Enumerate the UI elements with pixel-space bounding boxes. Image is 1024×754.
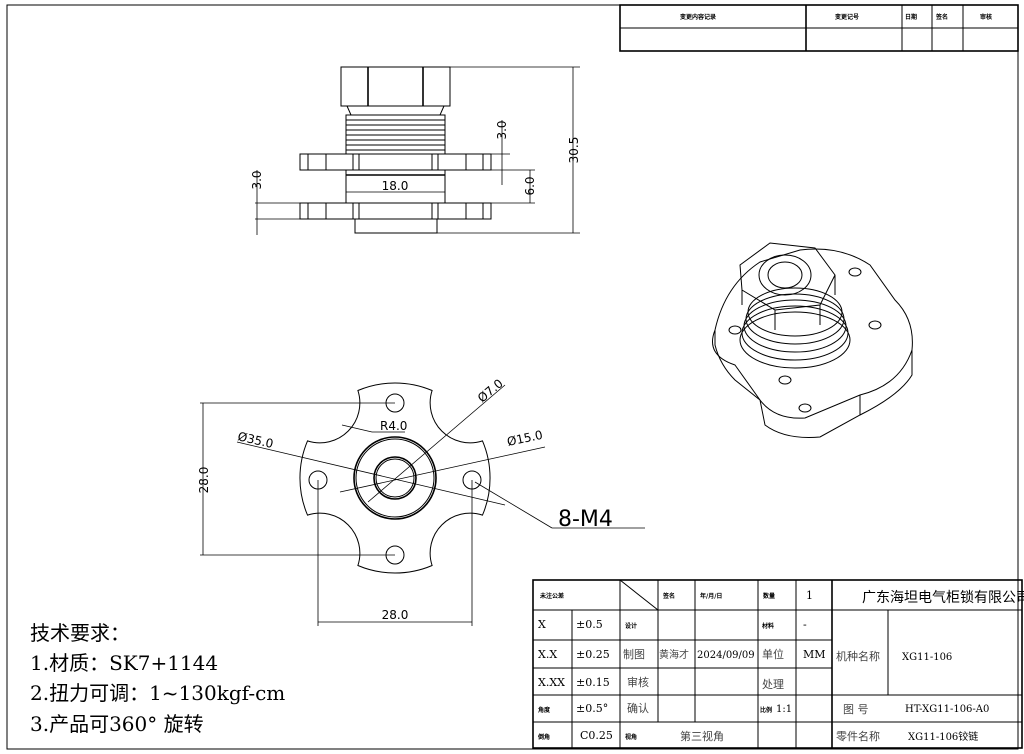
tol-key: 倒角	[537, 733, 550, 741]
title-block: 未注公差 签名 年/月/日 数量 1 广东海坦电气柜锁有限公司 X ±0.5 设…	[532, 579, 1024, 749]
requirement-item: 3.产品可360° 旋转	[30, 712, 204, 736]
thread-callout: 8-M4	[558, 507, 613, 532]
dim-height-30-5: 30.5	[567, 137, 581, 164]
revision-table: 变更内容记录 变更记号 日期 签名 审核	[619, 4, 1019, 52]
top-view: 28.0 28.0 Ø35.0 R4.0 Ø7.0 Ø15.0 8-M4	[197, 376, 645, 626]
role-label: 制图	[623, 648, 645, 661]
date-header: 年/月/日	[700, 592, 722, 600]
company-name: 广东海坦电气柜锁有限公司	[862, 590, 1024, 606]
requirements-title: 技术要求：	[30, 621, 130, 645]
rev-header-content: 变更内容记录	[680, 13, 716, 21]
unit-value: MM	[803, 648, 826, 661]
dim-flange-3-0: 3.0	[495, 120, 509, 139]
unit-label: 单位	[762, 647, 784, 661]
requirement-item: 1.材质：SK7+1144	[30, 651, 218, 675]
material-label: 材料	[761, 622, 774, 630]
role-label: 视角	[625, 733, 637, 741]
rev-header-date: 日期	[905, 13, 917, 21]
model-label: 机种名称	[836, 649, 880, 663]
rev-header-sign: 签名	[935, 13, 948, 21]
tol-value: C0.25	[580, 729, 613, 742]
qty-value: 1	[806, 589, 813, 602]
tol-value: ±0.5°	[576, 702, 608, 715]
title-row: 角度 ±0.5° 确认 比例 1:1	[538, 702, 792, 715]
dim-gap-6-0: 6.0	[523, 176, 537, 195]
sign-header: 签名	[662, 592, 675, 600]
tol-key: X	[538, 618, 546, 631]
title-row: X.XX ±0.15 审核 处理	[538, 675, 784, 691]
scale-value: 1:1	[776, 704, 792, 715]
dim-ring-diameter: Ø15.0	[506, 428, 544, 449]
front-view: 30.5 3.0 6.0 18.0 3.0	[250, 66, 581, 235]
title-row: X.X ±0.25 制图 黄海才 2024/09/09 单位 MM	[538, 647, 826, 661]
treatment-label: 处理	[762, 678, 784, 691]
rev-header-review: 审核	[980, 13, 992, 21]
draft-date: 2024/09/09	[697, 650, 755, 661]
requirement-item: 2.扭力可调：1~130kgf-cm	[30, 681, 285, 705]
material-value: -	[803, 618, 807, 631]
isometric-view	[712, 242, 913, 438]
tol-value: ±0.25	[576, 648, 610, 661]
drawing-no-value: HT-XG11-106-A0	[905, 704, 989, 715]
dim-width-18-0: 18.0	[382, 179, 409, 193]
role-label: 审核	[627, 675, 649, 689]
rev-header-mark: 变更记号	[835, 13, 859, 21]
part-name-value: XG11-106铰链	[908, 730, 978, 743]
model-value: XG11-106	[902, 652, 952, 663]
dim-outer-diameter: Ø35.0	[236, 429, 274, 451]
tol-value: ±0.5	[576, 618, 603, 631]
tol-key: X.XX	[538, 676, 565, 689]
title-row: X ±0.5 设计 材料 -	[538, 618, 807, 631]
scale-label: 比例	[760, 706, 772, 714]
dim-notch-radius: R4.0	[380, 419, 407, 433]
tol-key: X.X	[538, 648, 557, 661]
dim-inner-diameter: Ø7.0	[475, 376, 506, 405]
drafter-name: 黄海才	[659, 648, 689, 661]
title-row: 倒角 C0.25 视角 第三视角	[537, 729, 724, 743]
tol-value: ±0.15	[576, 676, 610, 689]
role-label: 设计	[625, 622, 637, 630]
dim-hole-spacing-horizontal: 28.0	[382, 608, 409, 622]
role-label: 确认	[627, 702, 649, 715]
dim-hole-spacing-vertical: 28.0	[197, 467, 211, 494]
tol-key: 角度	[538, 706, 551, 714]
dim-lower-flange-3-0: 3.0	[250, 170, 264, 189]
drawing-no-label: 图 号	[843, 703, 869, 716]
sheet-border	[6, 4, 1019, 750]
technical-requirements: 技术要求： 1.材质：SK7+1144 2.扭力可调：1~130kgf-cm 3…	[30, 621, 285, 736]
projection-value: 第三视角	[680, 729, 724, 743]
qty-label: 数量	[763, 592, 775, 600]
tolerance-header: 未注公差	[540, 592, 564, 600]
part-name-label: 零件名称	[836, 729, 880, 743]
